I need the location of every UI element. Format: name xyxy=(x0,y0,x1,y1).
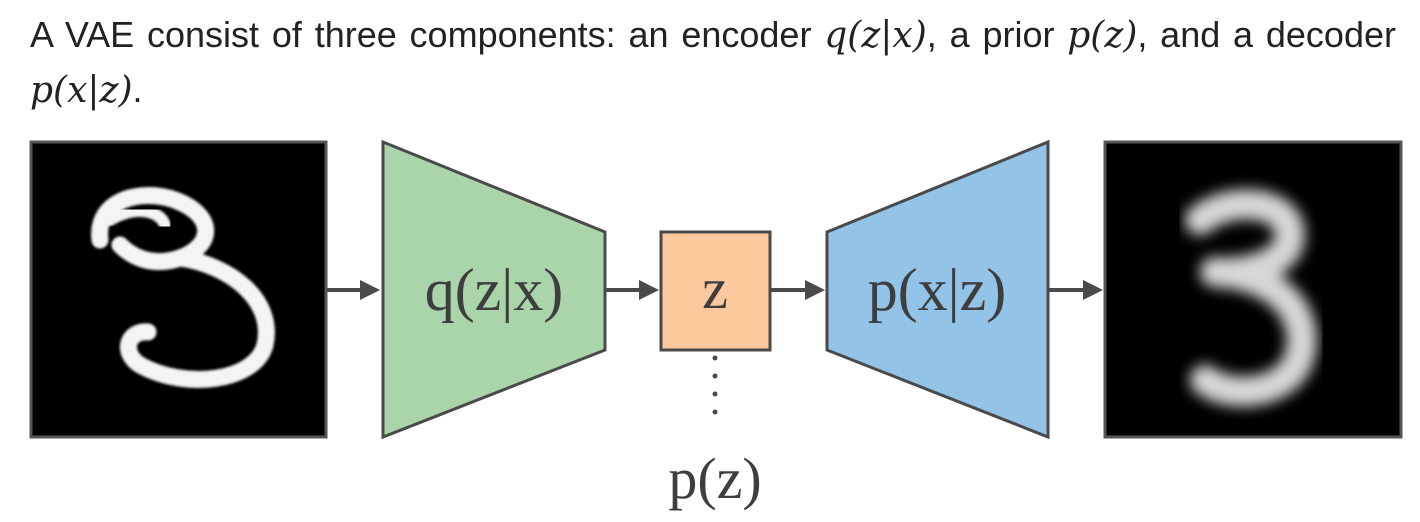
decoder-math: p(x|z) xyxy=(30,70,133,111)
input-digit-image xyxy=(29,140,328,439)
prior-dotted-line xyxy=(712,355,718,415)
arrow-encoder-to-latent xyxy=(606,280,659,300)
paragraph-text-1: A VAE consist of three components: an en… xyxy=(30,14,825,55)
encoder-math: q(z|x) xyxy=(824,15,927,56)
decoder-block: p(x|z) xyxy=(825,139,1050,440)
output-digit-image xyxy=(1103,140,1403,439)
description-paragraph: A VAE consist of three components: an en… xyxy=(30,8,1396,118)
encoder-block: q(z|x) xyxy=(381,139,607,440)
arrow-decoder-to-output xyxy=(1049,280,1103,300)
latent-block: z xyxy=(659,230,772,352)
encoder-label: q(z|x) xyxy=(425,257,564,323)
output-digit-stroke xyxy=(1185,189,1317,407)
arrow-input-to-encoder xyxy=(327,280,380,300)
decoder-label: p(x|z) xyxy=(868,257,1007,323)
paragraph-text-2: , a prior xyxy=(926,14,1068,55)
paragraph-text-3: , and a decoder xyxy=(1137,14,1396,55)
latent-label: z xyxy=(702,256,728,321)
arrow-latent-to-decoder xyxy=(771,280,825,300)
prior-math: p(z) xyxy=(1067,15,1138,56)
prior-label: p(z) xyxy=(668,446,761,511)
paragraph-text-4: . xyxy=(132,69,143,110)
input-digit-stroke xyxy=(91,187,275,388)
